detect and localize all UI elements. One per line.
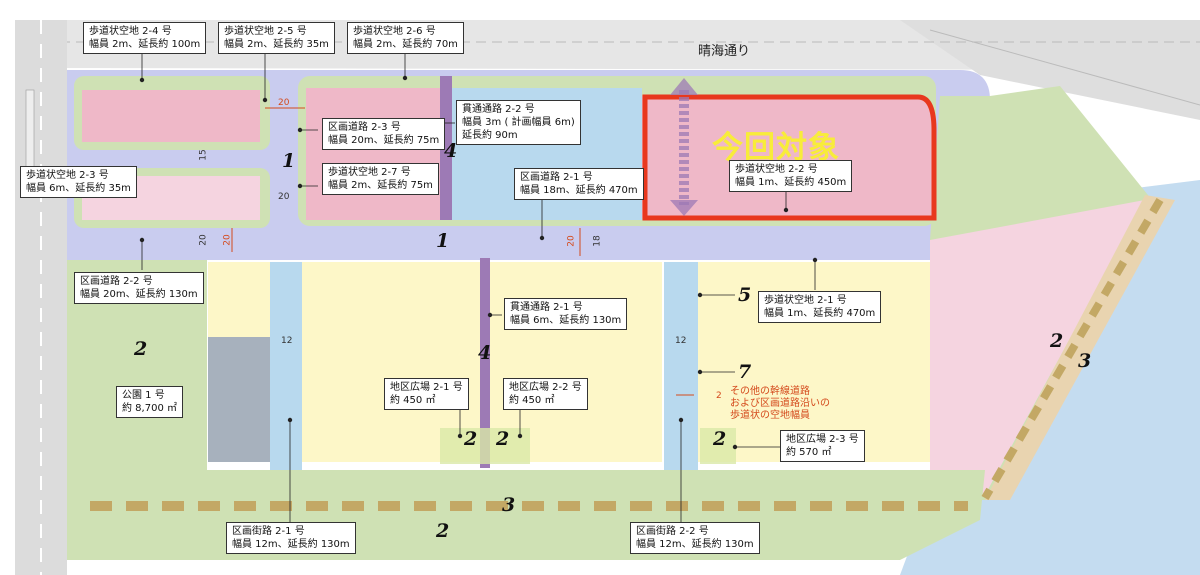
- through-passage-2-1: [480, 258, 490, 468]
- marker-7: 7: [738, 361, 752, 383]
- marker-2: 2: [134, 338, 148, 360]
- dimension-15: 15: [198, 149, 209, 161]
- target-outline: [642, 94, 937, 221]
- dimension-2: 2: [716, 391, 722, 401]
- green-belt: [67, 470, 985, 560]
- marker-5: 5: [738, 284, 752, 306]
- label-sidewalk-2-2: 歩道状空地 2-2 号幅員 1m、延長約 450m: [729, 160, 853, 192]
- dimension-20: 20: [278, 98, 290, 108]
- label-sidewalk-2-4: 歩道状空地 2-4 号幅員 2m、延長約 100m: [83, 22, 207, 54]
- block-central-west: [306, 88, 446, 220]
- label-sidewalk-2-5: 歩道状空地 2-5 号幅員 2m、延長約 35m: [218, 22, 335, 54]
- marker-3: 3: [1078, 350, 1092, 372]
- marker-2: 2: [436, 520, 450, 542]
- dimension-12: 12: [675, 336, 687, 346]
- marker-1: 1: [436, 230, 450, 252]
- block-east: [930, 200, 1145, 495]
- label-sidewalk-2-6: 歩道状空地 2-6 号幅員 2m、延長約 70m: [347, 22, 464, 54]
- marker-4: 4: [478, 342, 492, 364]
- marker-2: 2: [496, 428, 510, 450]
- marker-3: 3: [502, 494, 516, 516]
- street-name: 晴海通り: [698, 44, 751, 59]
- dimension-20: 20: [278, 192, 290, 202]
- label-sidewalk-2-1: 歩道状空地 2-1 号幅員 1m、延長約 470m: [758, 291, 882, 323]
- street-2-1-area: [270, 262, 302, 472]
- dimension-12: 12: [281, 336, 293, 346]
- label-sidewalk-2-3: 歩道状空地 2-3 号幅員 6m、延長約 35m: [20, 166, 137, 198]
- label-plaza-2-1: 地区広場 2-1 号約 450 ㎡: [384, 378, 469, 410]
- label-plaza-2-2: 地区広場 2-2 号約 450 ㎡: [503, 378, 588, 410]
- label-street-2-2: 区画街路 2-2 号幅員 12m、延長約 130m: [630, 522, 760, 554]
- block-nw-1: [82, 90, 260, 142]
- through-passage-2-2: [440, 76, 452, 220]
- target-block: [642, 96, 932, 218]
- marker-1: 1: [282, 150, 296, 172]
- label-district-road-2-3: 区画道路 2-3 号幅員 20m、延長約 75m: [322, 118, 446, 150]
- marker-2: 2: [713, 428, 727, 450]
- parking-lot: [208, 337, 270, 462]
- marker-2: 2: [1050, 330, 1064, 352]
- label-district-road-2-2: 区画道路 2-2 号幅員 20m、延長約 130m: [74, 272, 204, 304]
- label-park-1: 公園 1 号約 8,700 ㎡: [116, 386, 183, 418]
- label-street-2-1: 区画街路 2-1 号幅員 12m、延長約 130m: [226, 522, 356, 554]
- label-through-passage-2-2: 貫通通路 2-2 号幅員 3m ( 計画幅員 6m)延長約 90m: [456, 100, 581, 145]
- label-sidewalk-2-7: 歩道状空地 2-7 号幅員 2m、延長約 75m: [322, 163, 439, 195]
- dimension-18: 18: [592, 235, 603, 247]
- dimension-20: 20: [566, 235, 577, 247]
- dimension-20: 20: [222, 234, 233, 246]
- label-plaza-2-3: 地区広場 2-3 号約 570 ㎡: [780, 430, 865, 462]
- marker-2: 2: [464, 428, 478, 450]
- other-width-note: その他の幹線道路および区画道路沿いの歩道状の空地幅員: [730, 386, 830, 421]
- dimension-20: 20: [198, 234, 209, 246]
- label-through-passage-2-1: 貫通通路 2-1 号幅員 6m、延長約 130m: [504, 298, 628, 330]
- label-district-road-2-1: 区画道路 2-1 号幅員 18m、延長約 470m: [514, 168, 644, 200]
- marker-4: 4: [444, 140, 458, 162]
- road-curve: [900, 20, 1200, 120]
